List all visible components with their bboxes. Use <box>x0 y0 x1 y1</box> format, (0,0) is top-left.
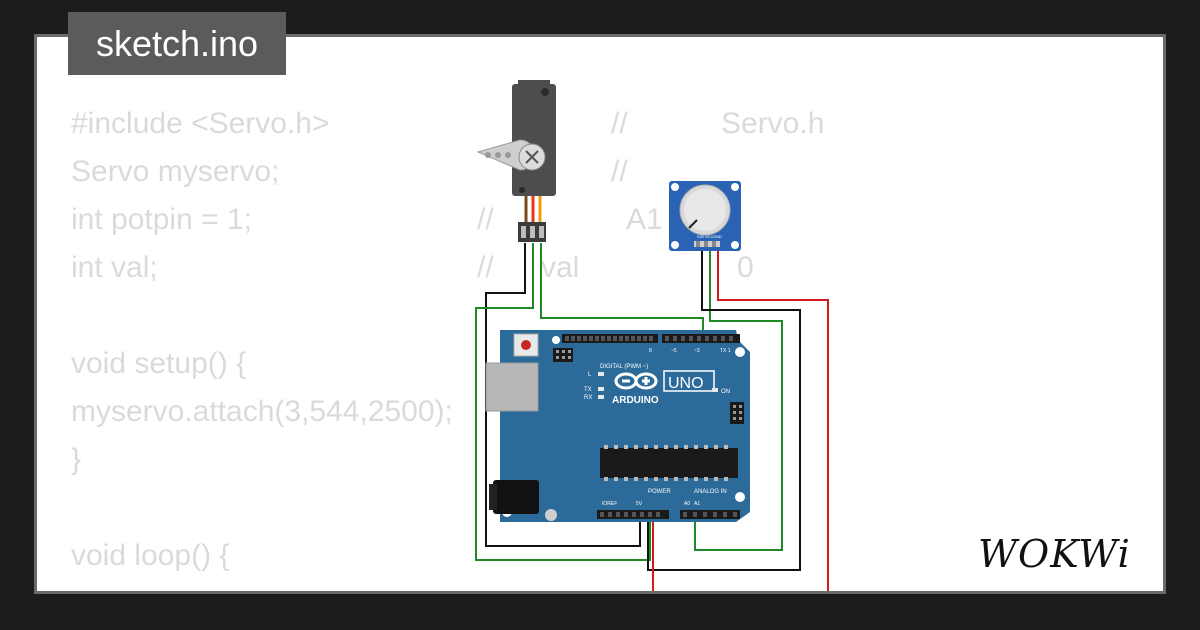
microcontroller-chip <box>600 448 738 478</box>
code-line-3: int potpin = 1; <box>71 203 252 236</box>
wires <box>475 243 829 600</box>
wire-servo-gnd[interactable] <box>485 243 641 547</box>
comment-extra-4: 0 <box>737 251 754 284</box>
code-line-8: } <box>71 443 82 476</box>
potentiometer-module[interactable]: SIG VCC GND <box>669 181 741 251</box>
code-line-4: int val; <box>71 251 158 284</box>
wokwi-logo-text: WOKWi <box>978 532 1131 576</box>
comment-slash-3: // <box>477 203 494 236</box>
servo-motor[interactable] <box>476 80 556 242</box>
wire-servo-signal[interactable] <box>540 243 704 334</box>
board-brand: ARDUINO <box>612 395 659 406</box>
code-line-2: Servo myservo; <box>71 155 280 188</box>
comment-text-3: A1 <box>626 203 663 236</box>
comment-slash-2: // <box>611 155 628 188</box>
pin-label-8: 8 <box>649 348 652 354</box>
power-jack <box>493 480 539 514</box>
pin-label-ioref: IOREF <box>602 501 617 507</box>
comment-slash-1: // <box>611 107 628 140</box>
comment-text-1: Servo.h <box>721 107 825 140</box>
arduino-logo-icon <box>614 372 658 390</box>
header-analog <box>680 510 740 519</box>
pot-pin-gnd: GND <box>713 234 722 239</box>
pin-label-tx: TX 1 <box>720 348 731 354</box>
pot-pin-vcc: VCC <box>705 234 714 239</box>
board-model: UNO <box>668 375 704 392</box>
comment-slash-4: // <box>477 251 494 284</box>
code-line-1: #include <Servo.h> <box>71 107 330 140</box>
wire-servo-power[interactable] <box>475 243 651 561</box>
code-line-6: void setup() { <box>71 347 247 380</box>
digital-header-label: DIGITAL (PWM ~) <box>600 364 648 370</box>
pin-label-a0: A0 <box>684 501 690 507</box>
pin-label-3: ~3 <box>694 348 700 354</box>
pot-pin-sig: SIG <box>697 234 704 239</box>
code-line-10: void loop() { <box>71 539 230 572</box>
wire-pot-gnd[interactable] <box>647 246 801 571</box>
wire-pot-vcc[interactable] <box>717 246 829 600</box>
analog-header-label: ANALOG IN <box>694 489 727 495</box>
comment-text-4: val <box>541 251 580 284</box>
led-label-rx: RX <box>584 395 592 401</box>
pin-label-a1: A1 <box>694 501 700 507</box>
pin-label-5: ~5 <box>671 348 677 354</box>
pin-label-5v: 5V <box>636 501 643 507</box>
wire-pot-signal[interactable] <box>694 246 783 551</box>
led-label-l: L <box>588 372 592 378</box>
usb-port <box>485 362 539 412</box>
code-editor: #include <Servo.h> Servo myservo; int po… <box>37 37 1163 591</box>
power-header-label: POWER <box>648 489 671 495</box>
on-label: ON <box>721 389 730 395</box>
arduino-uno-board[interactable]: DIGITAL (PWM ~) 8 ~5 ~3 TX 1 L TX RX ARD… <box>485 330 750 522</box>
file-tab[interactable]: sketch.ino <box>68 12 286 75</box>
wokwi-logo: WOKWi <box>978 532 1131 576</box>
led-label-tx: TX <box>584 387 592 393</box>
code-line-7: myservo.attach(3,544,2500); <box>71 395 453 428</box>
